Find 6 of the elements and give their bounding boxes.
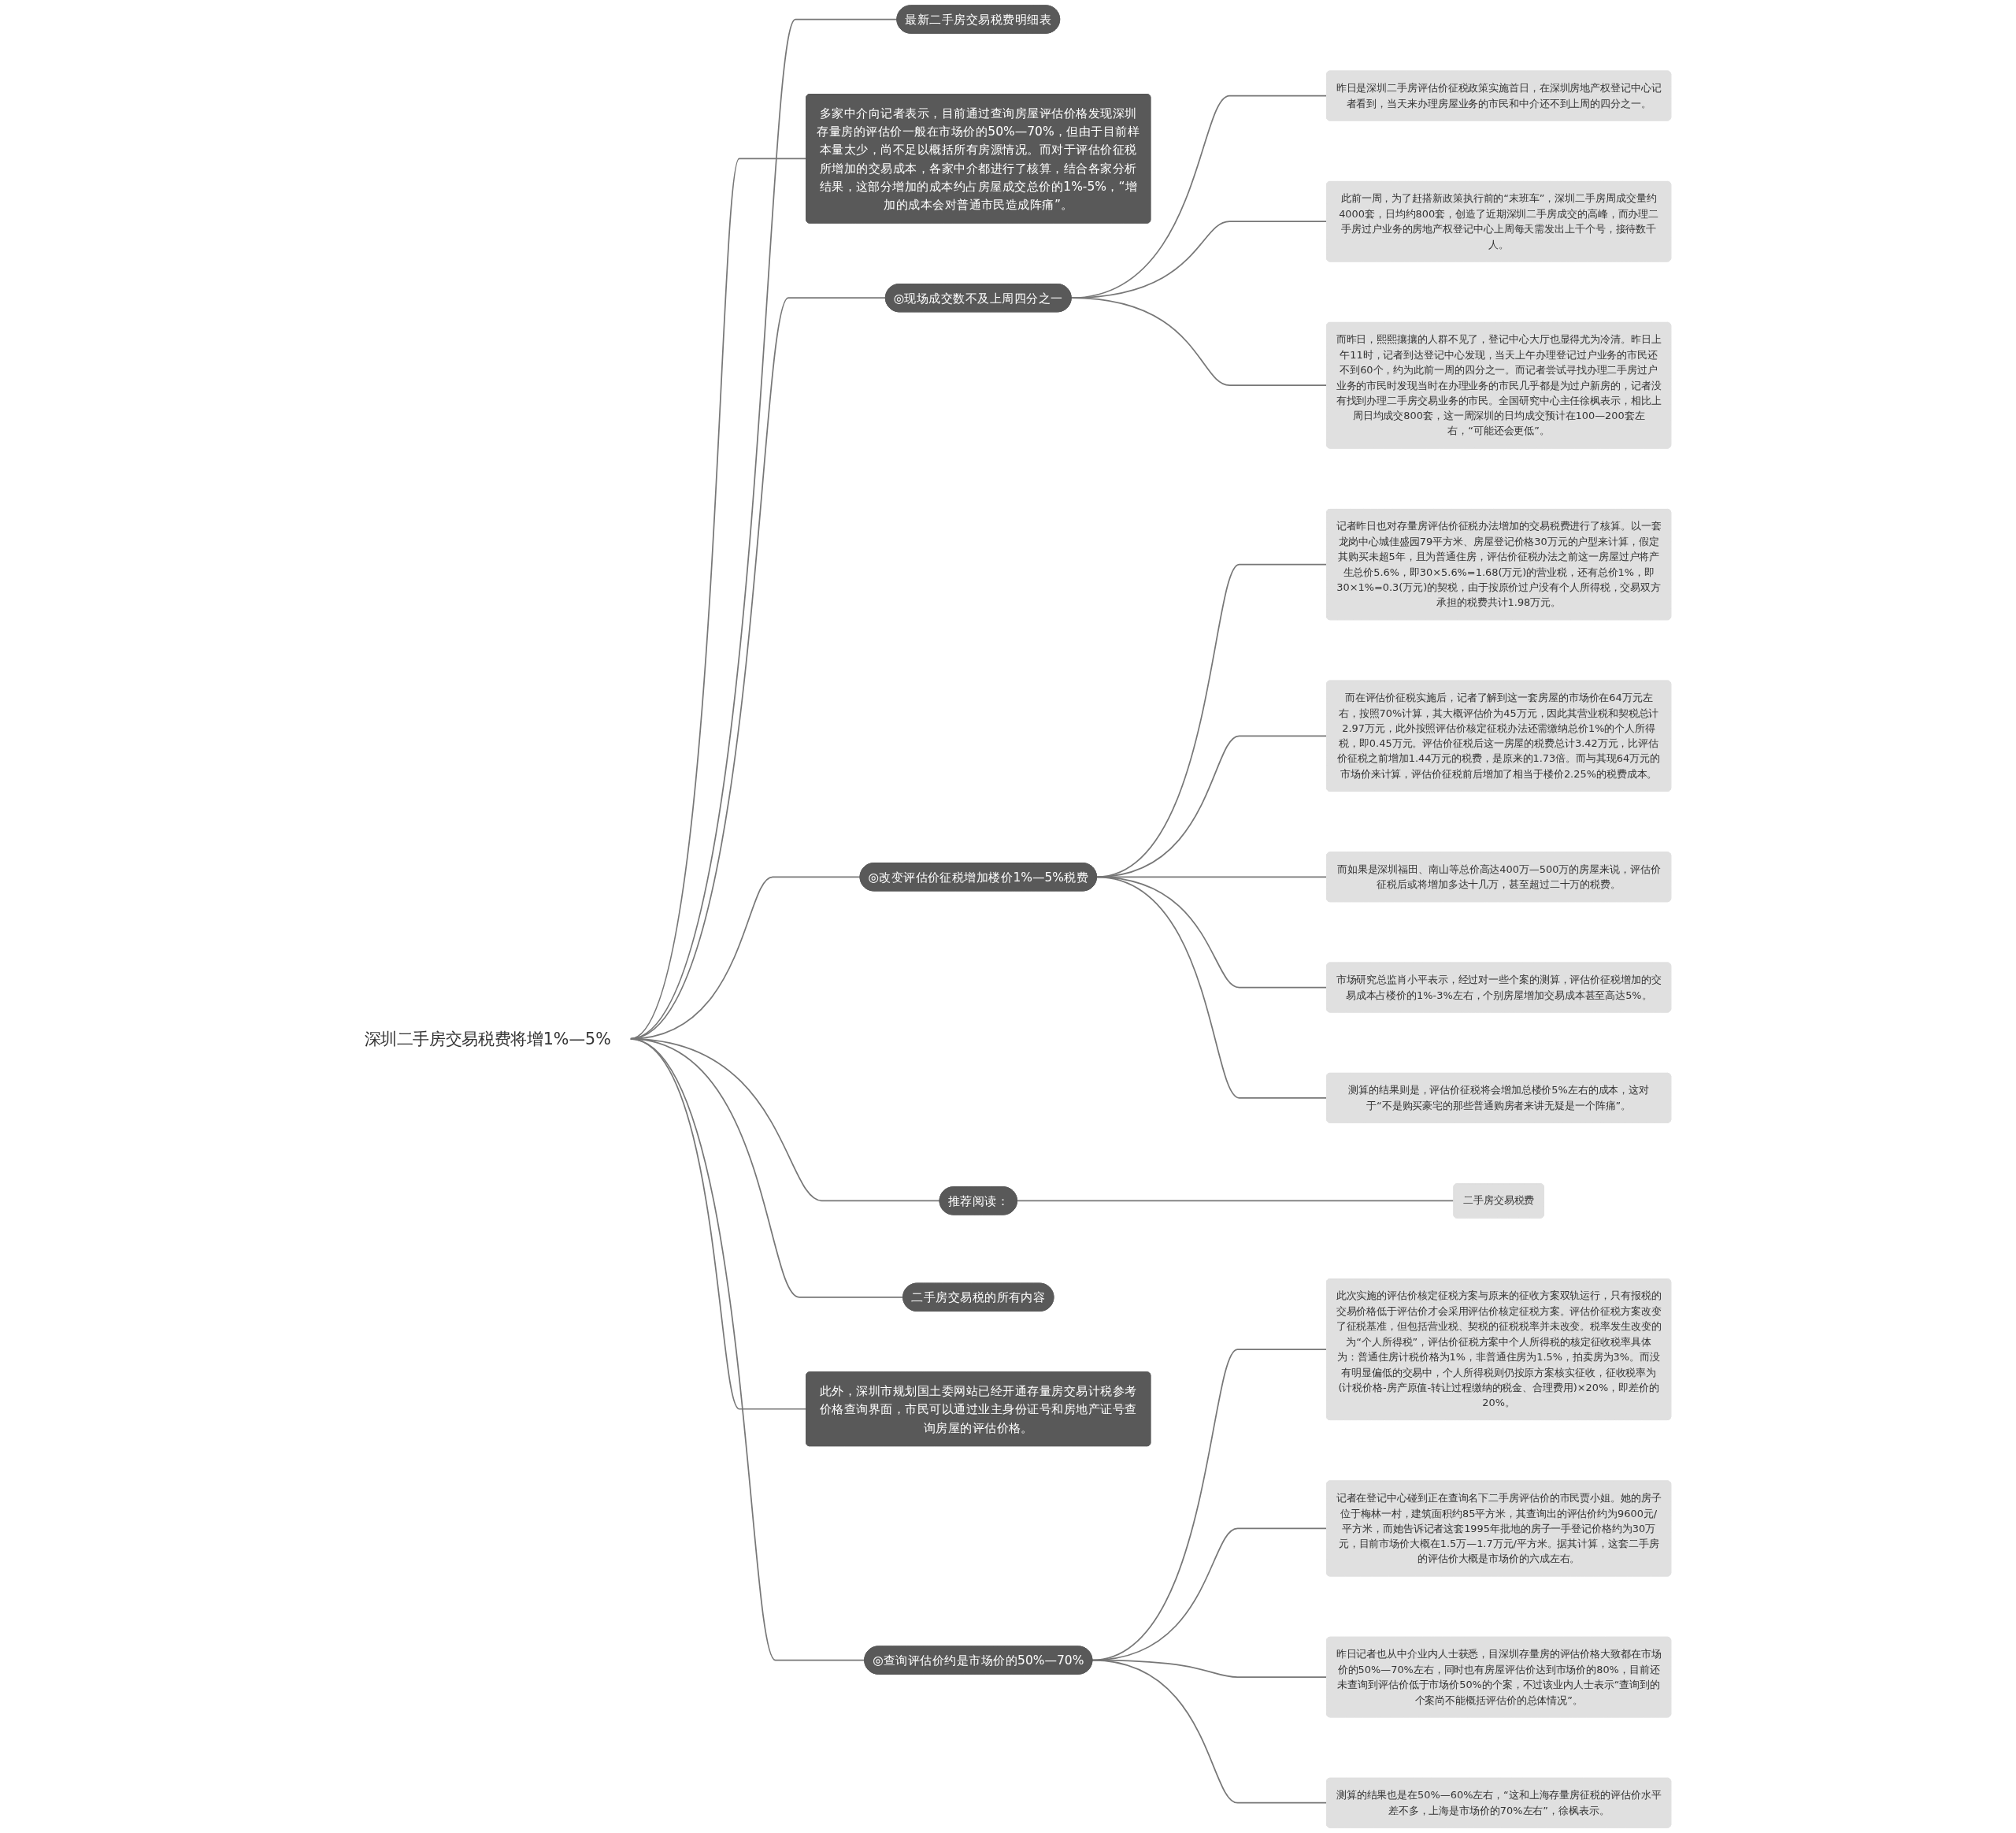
- mind-map-diagram: 深圳二手房交易税费将增1%—5% 最新二手房交易税费明细表 多家中介向记者表示，目前通过查询房屋评估价格发现深圳存量房的评估价一般在市场价的50%—70%，但由于目前样本量太少，尚不足以概括所有房源情况。而对于评估价征税所增加的交易成本，各家中介都进行了核算，结合各家分析结果，这部分增加的成本约占房屋成交总价的1%-5%，“增加的成本会对普通市民造成阵痛”。 ◎现场成交数不及上周四分之一 昨日是深圳二手房评估价征税政策实施首日，在深圳房地产权登记中心记者看到，当天来办理房屋业务的市民和中介还不到上周的四分之一。 此前一周，为了赶搭新政策执行前的“末班车”，深圳二手房周成交量约4000套，日均约800套，创造了近期深圳二手房成交的高峰，而办理二手房过户业务的房地产权登记中心上周每天需发出上千个号，接待数千人。 而昨日，熙熙攘攘的人群不见了，登记中心大厅也显得尤为冷清。昨日上午11时，记者到达登记中心发现，当天上午办理登记过户业务的市民还不到60个，约为此前一周的四分之一。而记者尝试寻找办理二手房过户业务的市民时发现当时在办理业务的市民几乎都是为过户新房的，记者没有找到办理二手房交易业务的市民。全国研究中心主任徐枫表示，相比上周日均成交800套，这一周深圳的日均成交预计在100—200套左右，“可能还会更低”。 ◎改变评估价征税增加楼价1%—5%税费 记者昨日也对存量房评估价征税办法增加的交易税费进行了核算。以一套龙岗中心城佳盛园79平方米、房屋登记价格30万元的户型来计算，假定其购买未超5年，且为普通住房，评估价征税办法之前这一房屋过户将产生总价5.6%，即30×5.6%=1.68(万元)的营业税，还有总价1%，即30×1%=0.3(万元)的契税，由于按原价过户没有个人所得税，交易双方承担的税费共计1.98万元。 而在评估价征税实施后，记者了解到这一套房屋的市场价在64万元左右，按照70%计算，其大概评估价为45万元，因此其营业税和契税总计2.97万元，此外按照评估价核定征税办法还需缴纳总价1%的个人所得税，即0.45万元。评估价征税后这一房屋的税费总计3.42万元，比评估价征税之前增加1.44万元的税费，是原来的1.73倍。而与其现64万元的市场价来计算，评估价征税前后增加了相当于楼价2.25%的税费成本。 而如果是深圳福田、南山等总价高达400万—500万的房屋来说，评估价征税后或将增加多达十几万，甚至超过二十万的税费。 市场研究总监肖小平表示，经过对一些个案的测算，评估价征税增加的交易成本占楼价的1%-3%左右，个别房屋增加交易成本甚至高达5%。 测算的结果则是，评估价征税将会增加总楼价5%左右的成本，这对于“不是购买豪宅的那些普通购房者来讲无疑是一个阵痛”。 推荐阅读： 二手房交易税费 二手房交易税的所有内容 此外，深圳市规划国土委网站已经开通存量房交易计税参考价格查询界面，市民可以通过业主身份证号和房地产证号查询房屋的评估价格。 ◎查询评估价约是市场价的50%—70% 此次实施的评估价核定征税方案与原来的征收方案双轨运行，只有报税的交易价格低于评估价才会采用评估价核定征税方案。评估价征税方案改变了征税基准，但包括营业税、契税的征税税率并未改变。税率发生改变的为“个人所得税”，评估价征税方案中个人所得税的核定征收税率具体为：普通住房计税价格为1%，非普通住房为1.5%，拍卖房为3%。而没有明显偏低的交易中，个人所得税则仍按原方案核实征收，征收税率为(计税价格-房产原值-转让过程缴纳的税金、合理费用)×20%，即差价的20%。 记者在登记中心碰到正在查询名下二手房评估价的市民贾小姐。她的房子位于梅林一村，建筑面积约85平方米，其查询出的评估价约为9600元/平方米，而她告诉记者这套1995年批地的房子一手登记价格约为30万元，目前市场价大概在1.5万—1.7万元/平方米。据其计算，这套二手房的评估价大概是市场价的六成左右。 昨日记者也从中介业内人士获悉，目深圳存量房的评估价格大致都在市场价的50%—70%左右，同时也有房屋评估价达到市场价的80%，目前还未查询到评估价低于市场价50%的个案，不过该业内人士表示“查询到的个案尚不能概括评估价的总体情况”。 测算的结果也是在50%—60%左右，“这和上海存量房征税的评估价水平差不多，上海是市场价的70%左右”，徐枫表示。: [231, 0, 1785, 1833]
- connector: [1091, 1659, 1328, 1804]
- connector: [1070, 297, 1328, 387]
- connector: [1095, 876, 1328, 1099]
- connector: [1016, 1200, 1455, 1202]
- node-text: 深圳二手房交易税费将增1%—5%: [364, 1029, 611, 1048]
